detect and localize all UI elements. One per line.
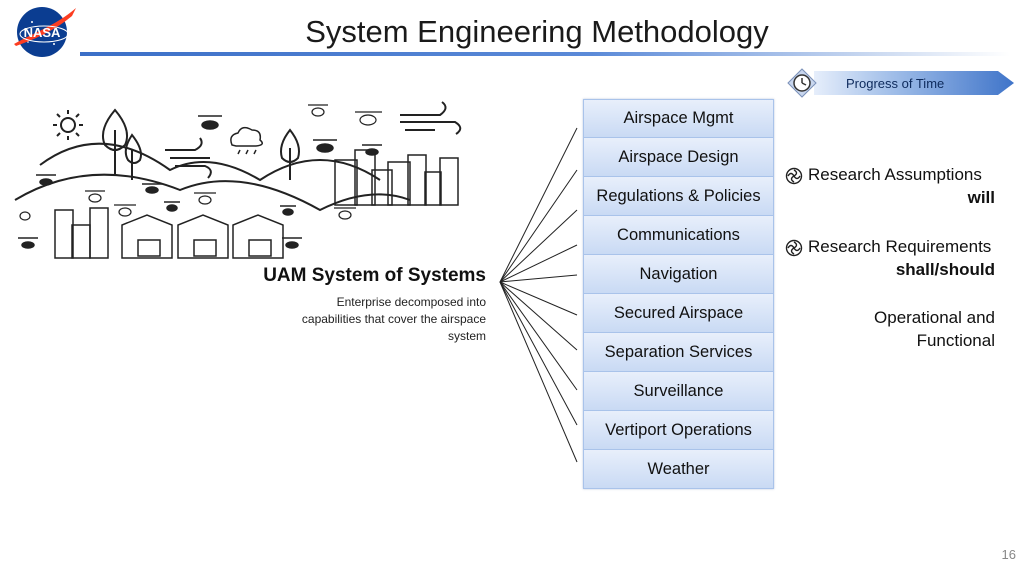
capability-airspace-mgmt: Airspace Mgmt bbox=[583, 99, 774, 138]
progress-arrow bbox=[814, 71, 1014, 95]
page-number: 16 bbox=[1001, 547, 1016, 562]
buildings bbox=[54, 149, 459, 259]
operational-functional-text: Operational and Functional bbox=[855, 306, 995, 352]
capability-weather: Weather bbox=[583, 450, 774, 489]
research-assumptions-value: will bbox=[967, 188, 995, 207]
wind-icon bbox=[165, 101, 462, 179]
swirl-bullet-icon bbox=[785, 239, 803, 257]
uam-description: Enterprise decomposed into capabilities … bbox=[301, 295, 486, 343]
tree-icon bbox=[102, 108, 300, 180]
research-requirements-label: Research Requirements bbox=[808, 237, 992, 256]
capability-stack: Airspace Mgmt Airspace Design Regulation… bbox=[583, 99, 774, 489]
research-requirements-value: shall/should bbox=[895, 260, 995, 279]
capability-vertiport-operations: Vertiport Operations bbox=[583, 411, 774, 450]
capability-navigation: Navigation bbox=[583, 255, 774, 294]
progress-label: Progress of Time bbox=[846, 76, 945, 91]
cloud-rain-icon bbox=[230, 126, 263, 155]
page-title: System Engineering Methodology bbox=[305, 14, 769, 49]
capability-airspace-design: Airspace Design bbox=[583, 138, 774, 177]
capability-communications: Communications bbox=[583, 216, 774, 255]
swirl-bullet-icon bbox=[785, 167, 803, 185]
research-assumptions-label: Research Assumptions bbox=[808, 165, 982, 184]
drone-icons bbox=[18, 115, 382, 249]
title-divider bbox=[80, 52, 1010, 56]
operational-functional-label: Operational and Functional bbox=[874, 308, 995, 350]
sun-icon bbox=[53, 110, 83, 140]
nasa-logo: NASA bbox=[14, 7, 76, 57]
capability-regulations-policies: Regulations & Policies bbox=[583, 177, 774, 216]
nasa-logo-text: NASA bbox=[24, 25, 61, 40]
capability-surveillance: Surveillance bbox=[583, 372, 774, 411]
clock-icon bbox=[787, 68, 817, 98]
uam-city-illustration bbox=[14, 101, 462, 259]
capability-secured-airspace: Secured Airspace bbox=[583, 294, 774, 333]
hangar-icons bbox=[121, 214, 284, 259]
capability-separation-services: Separation Services bbox=[583, 333, 774, 372]
uam-title: UAM System of Systems bbox=[263, 265, 486, 286]
progress-of-time: Progress of Time bbox=[786, 68, 1018, 98]
